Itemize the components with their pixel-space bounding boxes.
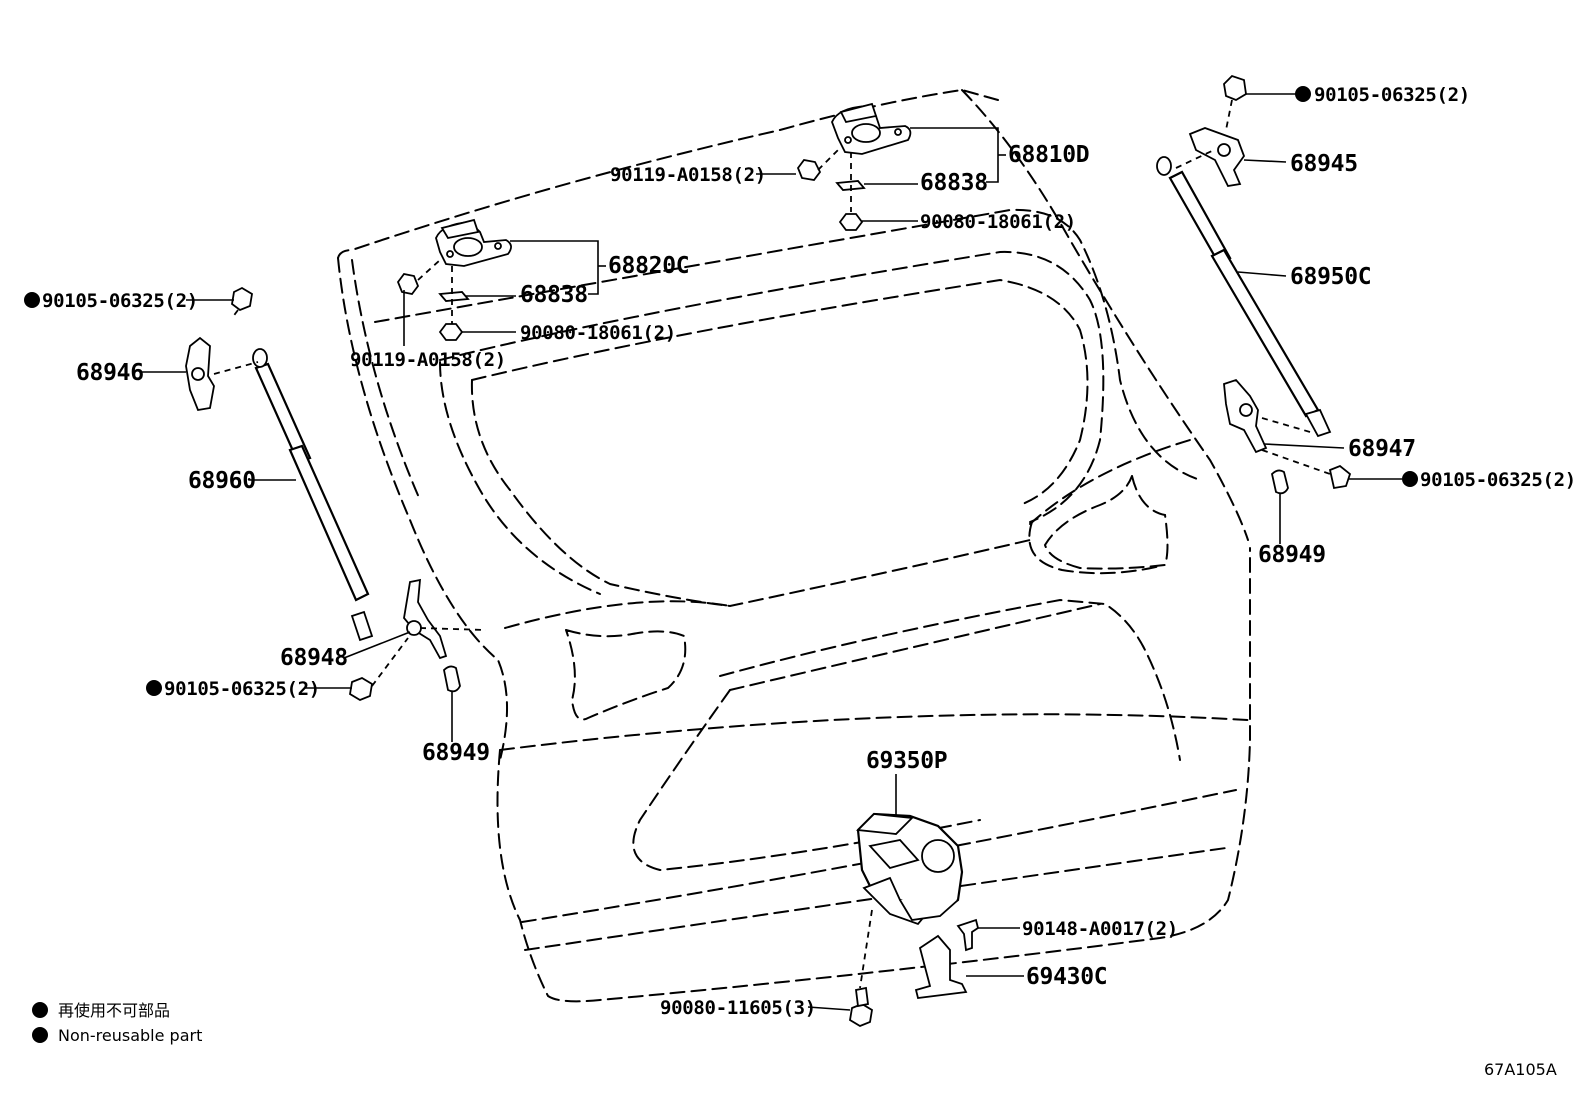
label-hinge-rh-nut: 90080-18061(2) (920, 211, 1076, 233)
leader-lines (140, 93, 1402, 1011)
label-bracket-68946: 68946 (76, 360, 144, 386)
non-reusable-marker (1402, 471, 1418, 487)
legend-line-2: Non-reusable part (58, 1026, 202, 1045)
label-bolt-top-left: 90105-06325(2) (42, 290, 198, 312)
label-hinge-lh-nut: 90080-18061(2) (520, 322, 676, 344)
label-hinge-lh-shim: 68838 (520, 282, 588, 308)
label-hinge-rh-shim: 68838 (920, 170, 988, 196)
part-labels: 68810D 68838 90119-A0158(2) 90080-18061(… (42, 84, 1576, 1019)
label-cushion-rh: 68949 (1258, 542, 1326, 568)
label-stay-lh: 68960 (188, 468, 256, 494)
label-cushion-lh: 68949 (422, 740, 490, 766)
back-door-lock (849, 812, 980, 1028)
stay-lh (185, 286, 487, 702)
legend-line-1: 再使用不可部品 (58, 1001, 170, 1020)
non-reusable-marker (1295, 86, 1311, 102)
label-bracket-68948: 68948 (280, 645, 348, 671)
stay-rh (1156, 74, 1352, 495)
label-screw-90148: 90148-A0017(2) (1022, 918, 1178, 940)
label-bracket-68945: 68945 (1290, 151, 1358, 177)
non-reusable-markers (24, 86, 1418, 696)
label-hinge-lh-assy: 68820C (608, 253, 689, 279)
label-hinge-rh-bolt: 90119-A0158(2) (610, 164, 766, 186)
label-hinge-rh-assy: 68810D (1008, 142, 1089, 168)
legend-marker-1 (32, 1002, 48, 1018)
legend-marker-2 (32, 1027, 48, 1043)
label-striker: 69430C (1026, 964, 1107, 990)
label-stay-rh: 68950C (1290, 264, 1371, 290)
non-reusable-marker (24, 292, 40, 308)
legend: 再使用不可部品 Non-reusable part (32, 1001, 202, 1045)
label-bracket-68947: 68947 (1348, 436, 1416, 462)
non-reusable-marker (146, 680, 162, 696)
back-door-outline (337, 88, 1251, 1003)
diagram-code: 67A105A (1484, 1060, 1557, 1079)
label-hinge-lh-bolt: 90119-A0158(2) (350, 349, 506, 371)
hinge-rh (796, 102, 912, 231)
label-bolt-lock: 90080-11605(3) (660, 997, 816, 1019)
label-bolt-lower-left: 90105-06325(2) (164, 678, 320, 700)
label-lock-assy: 69350P (866, 748, 947, 774)
label-bolt-mid-right: 90105-06325(2) (1420, 469, 1576, 491)
hinge-lh (396, 218, 512, 341)
label-bolt-top-right: 90105-06325(2) (1314, 84, 1470, 106)
